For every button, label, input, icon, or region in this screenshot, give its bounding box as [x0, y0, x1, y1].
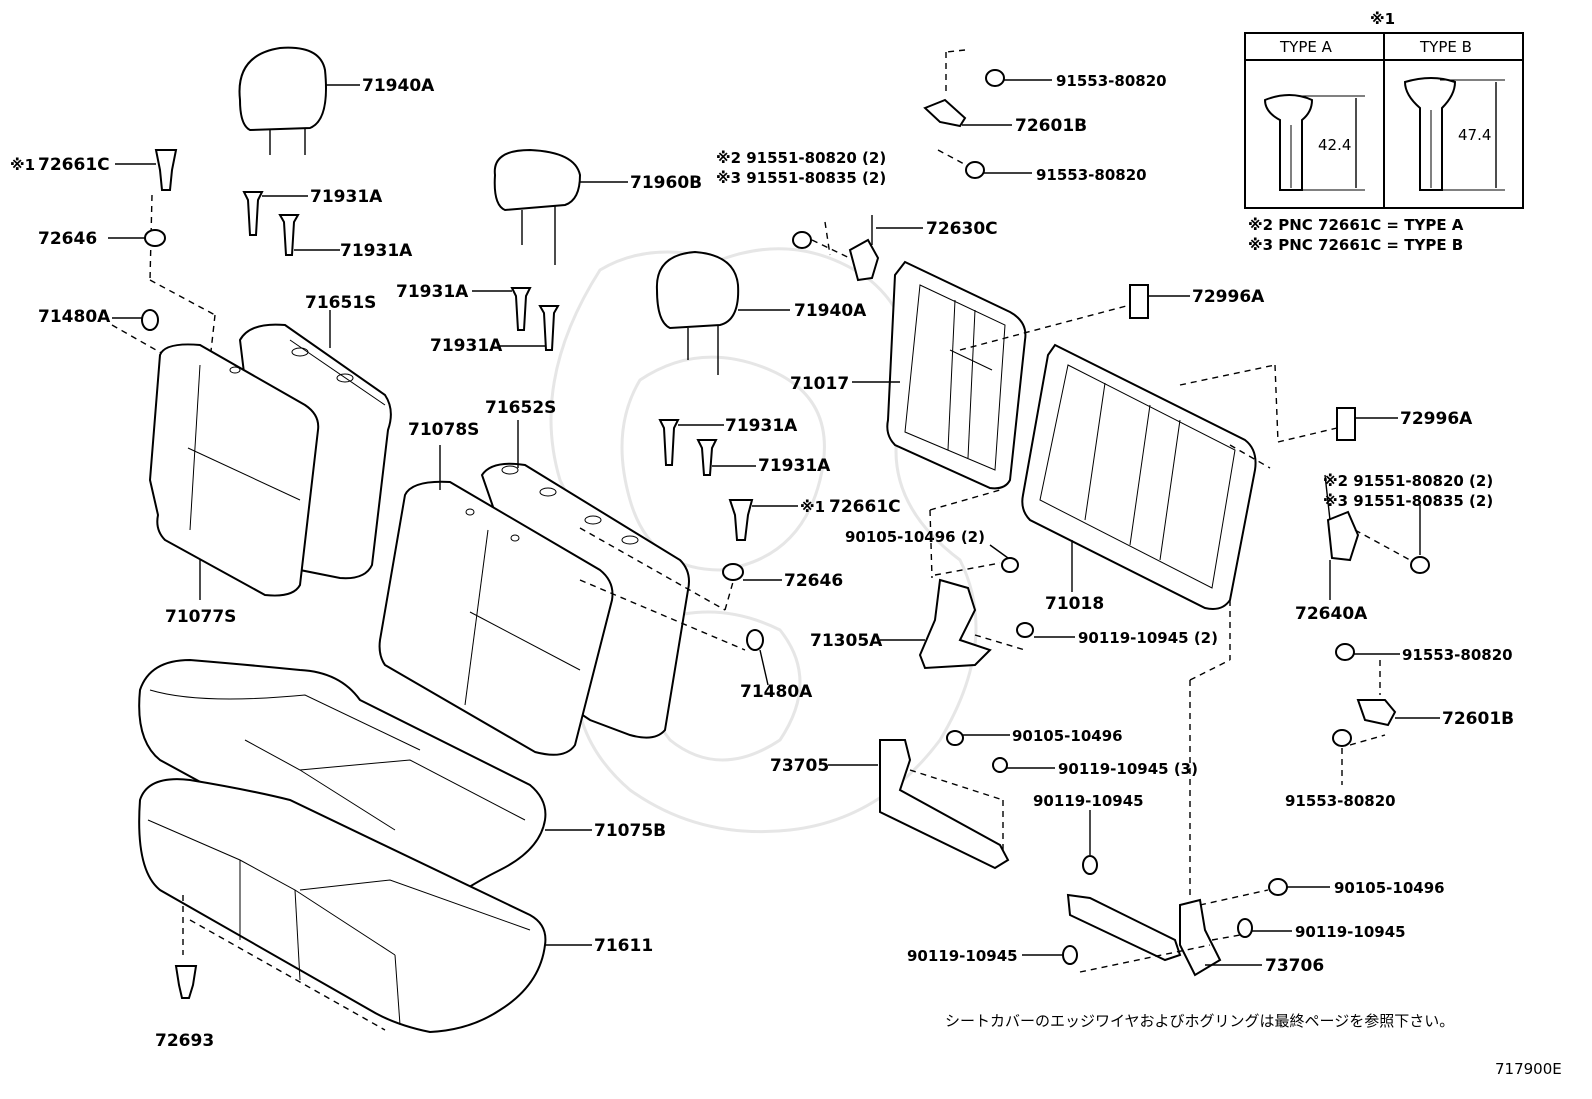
label-90105-b: 90105-10496 — [1334, 879, 1445, 897]
support-71931A-pair — [242, 191, 340, 256]
headrest-71960B — [493, 148, 628, 265]
label-71480A-mid: 71480A — [740, 682, 813, 702]
legend-type-a-header: TYPE A — [1279, 38, 1333, 56]
label-bolt-right-a: ※2 91551-80820 (2) — [1323, 472, 1493, 490]
seat-back-frame-71018 — [1021, 343, 1271, 610]
seat-back-cover-71078S — [378, 445, 614, 756]
label-71017: 71017 — [790, 374, 849, 394]
legend-note-2: ※2 PNC 72661C = TYPE A — [1248, 216, 1464, 234]
bolts-upper-hinge — [792, 49, 1052, 263]
label-71931A-6: 71931A — [758, 456, 831, 476]
label-bolt-top-a: ※2 91551-80820 (2) — [716, 149, 886, 167]
label-90119-c: 90119-10945 — [907, 947, 1018, 965]
support-71931A-mid-pair — [472, 287, 560, 351]
label-71931A-1: 71931A — [310, 187, 383, 207]
label-71075B: 71075B — [594, 821, 666, 841]
label-90105-a: 90105-10496 — [1012, 727, 1123, 745]
clip-72646-mid — [579, 527, 782, 611]
figure-id: 717900E — [1495, 1060, 1562, 1078]
label-90119-a: 90119-10945 — [1033, 792, 1144, 810]
label-72646-mid: 72646 — [784, 571, 843, 591]
label-bolt-top-b: ※3 91551-80835 (2) — [716, 169, 886, 187]
label-71651S: 71651S — [305, 293, 376, 313]
label-72693: 72693 — [155, 1031, 214, 1051]
label-90119-2: 90119-10945 (2) — [1078, 629, 1218, 647]
label-72630C: 72630C — [926, 219, 998, 239]
bracket-73706 — [1022, 600, 1330, 977]
label-71931A-5: 71931A — [725, 416, 798, 436]
seat-back-cover-71077S — [148, 343, 320, 600]
label-90105-2: 90105-10496 (2) — [845, 528, 985, 546]
latch-72996A-2 — [1179, 364, 1398, 443]
guide-72661C-mid — [728, 499, 798, 541]
bracket-71305A — [880, 489, 1075, 670]
label-71940A-mid: 71940A — [794, 301, 867, 321]
label-71305A: 71305A — [810, 631, 883, 651]
label-72601B-bottom: 72601B — [1442, 709, 1514, 729]
label-72640A: 72640A — [1295, 604, 1368, 624]
label-72661C-mid-mark: ※1 — [800, 498, 825, 516]
type-b-guide-shape — [1403, 77, 1457, 191]
label-72661C-left: 72661C — [38, 155, 110, 175]
clip-72646-left — [108, 229, 166, 247]
headrest-71940A-top — [238, 46, 360, 155]
legend-type-b-header: TYPE B — [1419, 38, 1472, 56]
footer-note-jp: シートカバーのエッジワイヤおよびホグリングは最終ページを参照下さい。 — [945, 1012, 1454, 1030]
label-73706: 73706 — [1265, 956, 1324, 976]
label-71960B: 71960B — [630, 173, 702, 193]
label-73705: 73705 — [770, 756, 829, 776]
label-71931A-3: 71931A — [396, 282, 469, 302]
label-71931A-2: 71931A — [340, 241, 413, 261]
label-72996A-1: 72996A — [1192, 287, 1265, 307]
label-71652S: 71652S — [485, 398, 556, 418]
bracket-72630C — [848, 215, 923, 282]
bracket-73705 — [828, 730, 1055, 870]
label-71931A-4: 71931A — [430, 336, 503, 356]
legend-note-3: ※3 PNC 72661C = TYPE B — [1248, 236, 1463, 254]
support-71931A-lower-pair — [658, 419, 756, 476]
label-71940A-top: 71940A — [362, 76, 435, 96]
hinge-72601B-bottom — [1332, 643, 1440, 785]
label-71611: 71611 — [594, 936, 653, 956]
guide-72661C-left — [115, 149, 178, 281]
legend-type-b-dim: 47.4 — [1458, 126, 1491, 144]
label-71480A-left: 71480A — [38, 307, 111, 327]
label-71077S: 71077S — [165, 607, 236, 627]
label-91553-2: 91553-80820 — [1036, 166, 1147, 184]
label-71078S: 71078S — [408, 420, 479, 440]
label-71018: 71018 — [1045, 594, 1104, 614]
hook-72693 — [174, 965, 198, 999]
label-72661C-mid: 72661C — [829, 497, 901, 517]
clip-71480A-mid — [579, 579, 769, 686]
seat-back-frame-71017 — [852, 260, 1027, 490]
hinge-72601B-top — [923, 98, 1012, 128]
bracket-72640A — [1324, 474, 1430, 600]
label-91553-1: 91553-80820 — [1056, 72, 1167, 90]
label-bolt-right-b: ※3 91551-80835 (2) — [1323, 492, 1493, 510]
headrest-71940A-mid — [655, 250, 790, 375]
seat-cushion-pad-71611 — [138, 778, 592, 1034]
legend-type-a-dim: 42.4 — [1318, 136, 1351, 154]
label-72661C-left-mark: ※1 — [10, 156, 35, 174]
legend-mark: ※1 — [1370, 10, 1395, 28]
label-91553-4: 91553-80820 — [1285, 792, 1396, 810]
label-72601B-top: 72601B — [1015, 116, 1087, 136]
type-legend: ※1 TYPE A TYPE B 42.4 47.4 — [1244, 10, 1524, 209]
label-90119-3: 90119-10945 (3) — [1058, 760, 1198, 778]
latch-72996A-1 — [959, 284, 1190, 351]
label-72996A-2: 72996A — [1400, 409, 1473, 429]
label-91553-3: 91553-80820 — [1402, 646, 1513, 664]
label-72646-left: 72646 — [38, 229, 97, 249]
type-a-guide-shape — [1263, 94, 1314, 191]
label-90119-b: 90119-10945 — [1295, 923, 1406, 941]
